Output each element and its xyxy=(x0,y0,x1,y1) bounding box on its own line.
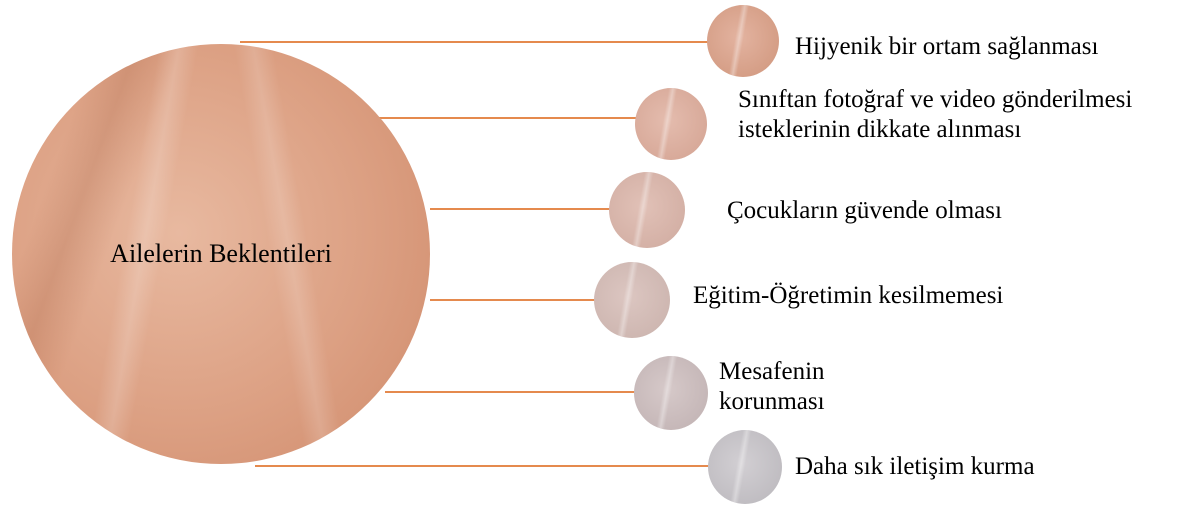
connector-line xyxy=(240,41,710,43)
connector-line xyxy=(255,465,711,467)
item-circle xyxy=(707,5,779,77)
item-label-hygiene: Hijyenik bir ortam sağlanması xyxy=(795,32,1098,62)
item-circle xyxy=(708,430,782,504)
connector-line xyxy=(378,117,638,119)
item-label-safety: Çocukların güvende olması xyxy=(727,196,1002,226)
center-circle: Ailelerin Beklentileri xyxy=(12,44,430,464)
item-circle xyxy=(609,172,685,248)
item-label-photos: Sınıftan fotoğraf ve video gönderilmesi … xyxy=(738,85,1178,145)
item-label-communication: Daha sık iletişim kurma xyxy=(795,452,1035,482)
item-circle xyxy=(635,88,707,160)
connector-line xyxy=(430,299,598,301)
item-label-education: Eğitim-Öğretimin kesilmemesi xyxy=(693,281,1003,311)
connector-line xyxy=(430,208,612,210)
connector-line xyxy=(385,391,637,393)
item-circle xyxy=(594,262,670,338)
item-circle xyxy=(634,356,708,430)
item-label-distance: Mesafenin korunması xyxy=(719,357,919,417)
center-label: Ailelerin Beklentileri xyxy=(110,241,332,267)
